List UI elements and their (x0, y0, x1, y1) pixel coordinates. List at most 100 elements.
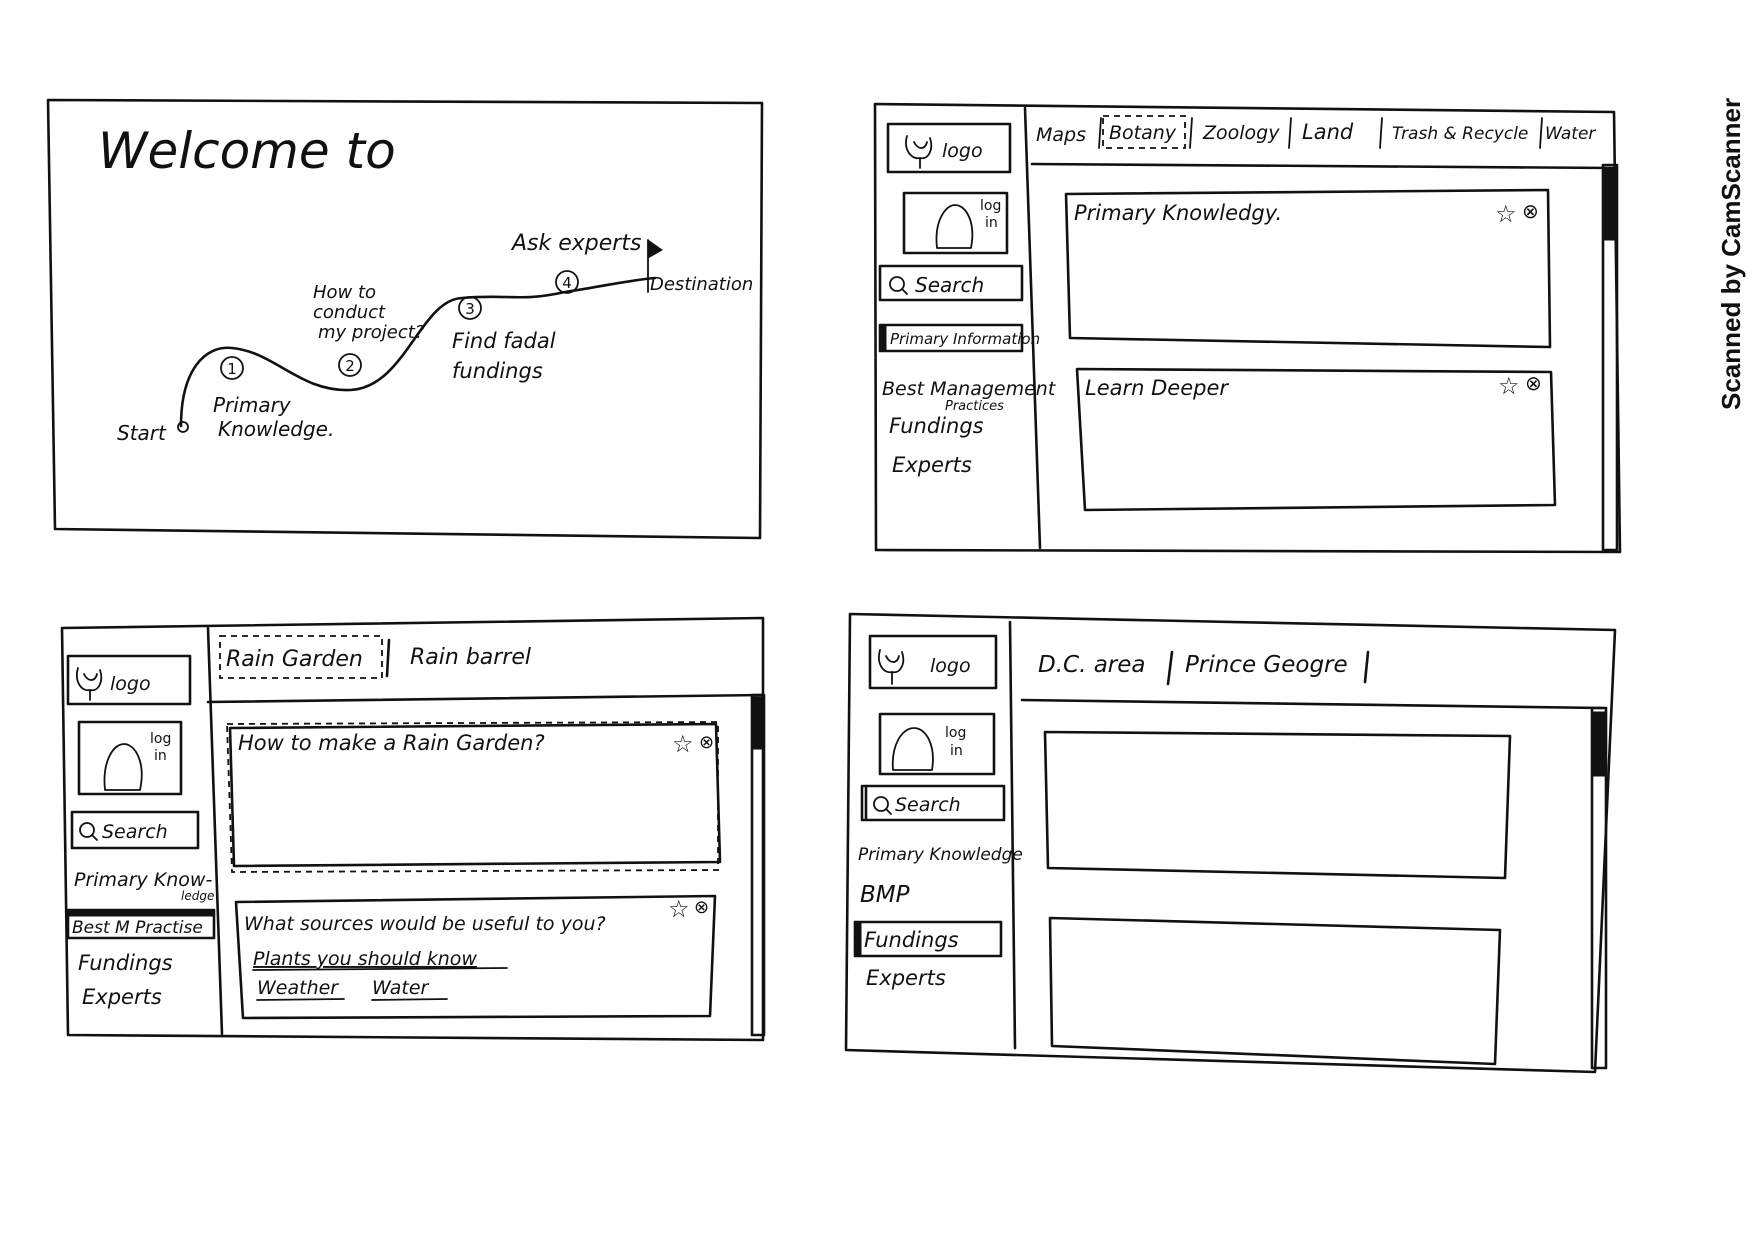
scrollbar-thumb[interactable] (751, 696, 765, 750)
active-indicator (879, 324, 887, 352)
panel2-header-divider (1030, 162, 1616, 170)
star-icon[interactable]: ☆ (668, 895, 690, 923)
tab-rain-garden[interactable]: Rain Garden (226, 647, 363, 672)
sidebar-item-practices[interactable]: Practices (945, 399, 1004, 414)
search-box[interactable] (860, 784, 1006, 822)
link-water[interactable]: Water (372, 977, 430, 999)
tab-separator (1288, 117, 1292, 149)
card-primary-knowledgy (1064, 188, 1552, 349)
content-card (1048, 916, 1502, 1066)
sidebar-item-fundings[interactable]: Fundings (889, 414, 984, 438)
sidebar-item-primary-knowledge-cont[interactable]: ledge (181, 889, 214, 903)
close-icon[interactable]: ⊗ (694, 897, 709, 918)
close-icon[interactable]: ⊗ (1525, 371, 1542, 395)
sidebar-item-experts[interactable]: Experts (82, 985, 162, 1009)
search-text: Search (915, 273, 984, 297)
panel4-frame (844, 612, 1617, 1074)
tab-botany[interactable]: Botany (1109, 122, 1177, 144)
tab-botany-selected[interactable] (1102, 115, 1186, 149)
start-label: Start (117, 421, 167, 445)
star-icon[interactable]: ☆ (1498, 372, 1520, 400)
plant-logo-icon (878, 649, 905, 685)
step-2: 2 How to conduct my project? (313, 282, 425, 377)
tab-rain-barrel[interactable]: Rain barrel (410, 645, 531, 670)
sidebar-item-primary-knowledge[interactable]: Primary Knowledge (858, 845, 1023, 865)
scrollbar-track[interactable] (750, 693, 766, 1037)
sidebar-item-experts[interactable]: Experts (866, 966, 946, 990)
tab-rain-garden-selected[interactable] (219, 635, 383, 679)
login-text-line: in (950, 743, 963, 759)
scanner-watermark: Scanned by CamScanner (1716, 97, 1746, 410)
panel2-frame (873, 102, 1622, 554)
link-plants[interactable]: Plants you should know (253, 948, 477, 970)
tab-zoology[interactable]: Zoology (1202, 122, 1280, 144)
sidebar-item-primary-knowledge[interactable]: Primary Know- (74, 869, 212, 891)
scrollbar-track[interactable] (1590, 706, 1608, 1070)
step-marker (338, 353, 362, 377)
card-title: How to make a Rain Garden? (238, 731, 545, 755)
login-box[interactable] (77, 720, 183, 796)
step-marker (458, 296, 482, 320)
sidebar-item-bmp[interactable]: BMP (860, 882, 910, 908)
search-icon (79, 822, 98, 841)
logo (66, 654, 192, 706)
star-icon[interactable]: ☆ (672, 730, 694, 758)
panel-welcome: Welcome to Start 1 Primary Knowledge. 2 … (46, 98, 764, 540)
scrollbar-thumb[interactable] (1603, 167, 1617, 241)
tab-prince-geogre[interactable]: Prince Geogre (1185, 652, 1348, 678)
panel4-header-divider (1020, 698, 1604, 710)
tab-water[interactable]: Water (1545, 124, 1596, 144)
sidebar-item-experts[interactable]: Experts (892, 453, 972, 477)
step-4: 4 Ask experts (510, 231, 641, 294)
panel3-sidebar-divider (206, 626, 224, 1036)
start-point (177, 421, 189, 433)
link-underline (371, 998, 448, 1001)
logo-text: logo (942, 140, 983, 162)
login-box[interactable] (902, 191, 1009, 255)
plant-logo-icon (905, 135, 933, 169)
step-label-line: How to (313, 282, 376, 303)
login-text-line: in (985, 215, 998, 231)
panel2-sidebar-divider (1023, 106, 1042, 550)
scrollbar-thumb[interactable] (1592, 711, 1606, 777)
tab-separator (1098, 117, 1102, 149)
login-box[interactable] (878, 712, 996, 776)
logo (886, 122, 1012, 174)
step-number: 1 (227, 360, 237, 378)
welcome-title: Welcome to (98, 122, 396, 180)
card-useful-sources (234, 894, 717, 1020)
login-text-line: in (154, 748, 167, 764)
close-icon[interactable]: ⊗ (699, 732, 714, 753)
link-underline (256, 998, 345, 1001)
logo-text: logo (930, 655, 971, 677)
step-label-line: Ask experts (510, 231, 641, 256)
link-underline (252, 967, 508, 971)
card-learn-deeper (1075, 367, 1557, 512)
active-indicator (854, 921, 862, 957)
tab-dc-area[interactable]: D.C. area (1038, 652, 1146, 678)
search-box[interactable] (70, 810, 200, 850)
plant-logo-icon (76, 667, 103, 701)
link-weather[interactable]: Weather (257, 977, 339, 999)
step-marker (220, 356, 244, 380)
close-icon[interactable]: ⊗ (1522, 199, 1539, 223)
panel3-frame (60, 616, 765, 1042)
step-label-line: Find fadal (452, 329, 556, 353)
star-icon[interactable]: ☆ (1495, 200, 1517, 228)
card-how-to-make-rain-garden (228, 722, 722, 868)
step-marker (555, 270, 579, 294)
panel4-sidebar-divider (1008, 620, 1017, 1050)
scrollbar-track[interactable] (1601, 163, 1619, 552)
tab-land[interactable]: Land (1302, 120, 1354, 144)
search-box[interactable] (878, 264, 1024, 302)
tab-separator (385, 638, 391, 678)
tab-maps[interactable]: Maps (1036, 124, 1086, 146)
card-rain-garden-outer (226, 721, 719, 873)
sidebar-item-label: Primary Information (890, 330, 1040, 348)
user-avatar-icon (935, 204, 974, 249)
sidebar-item-fundings[interactable]: Fundings (78, 951, 173, 975)
step-number: 2 (345, 357, 355, 375)
tab-trash-recycle[interactable]: Trash & Recycle (1392, 124, 1528, 144)
sidebar-item-best-management[interactable]: Best Management (882, 378, 1057, 400)
